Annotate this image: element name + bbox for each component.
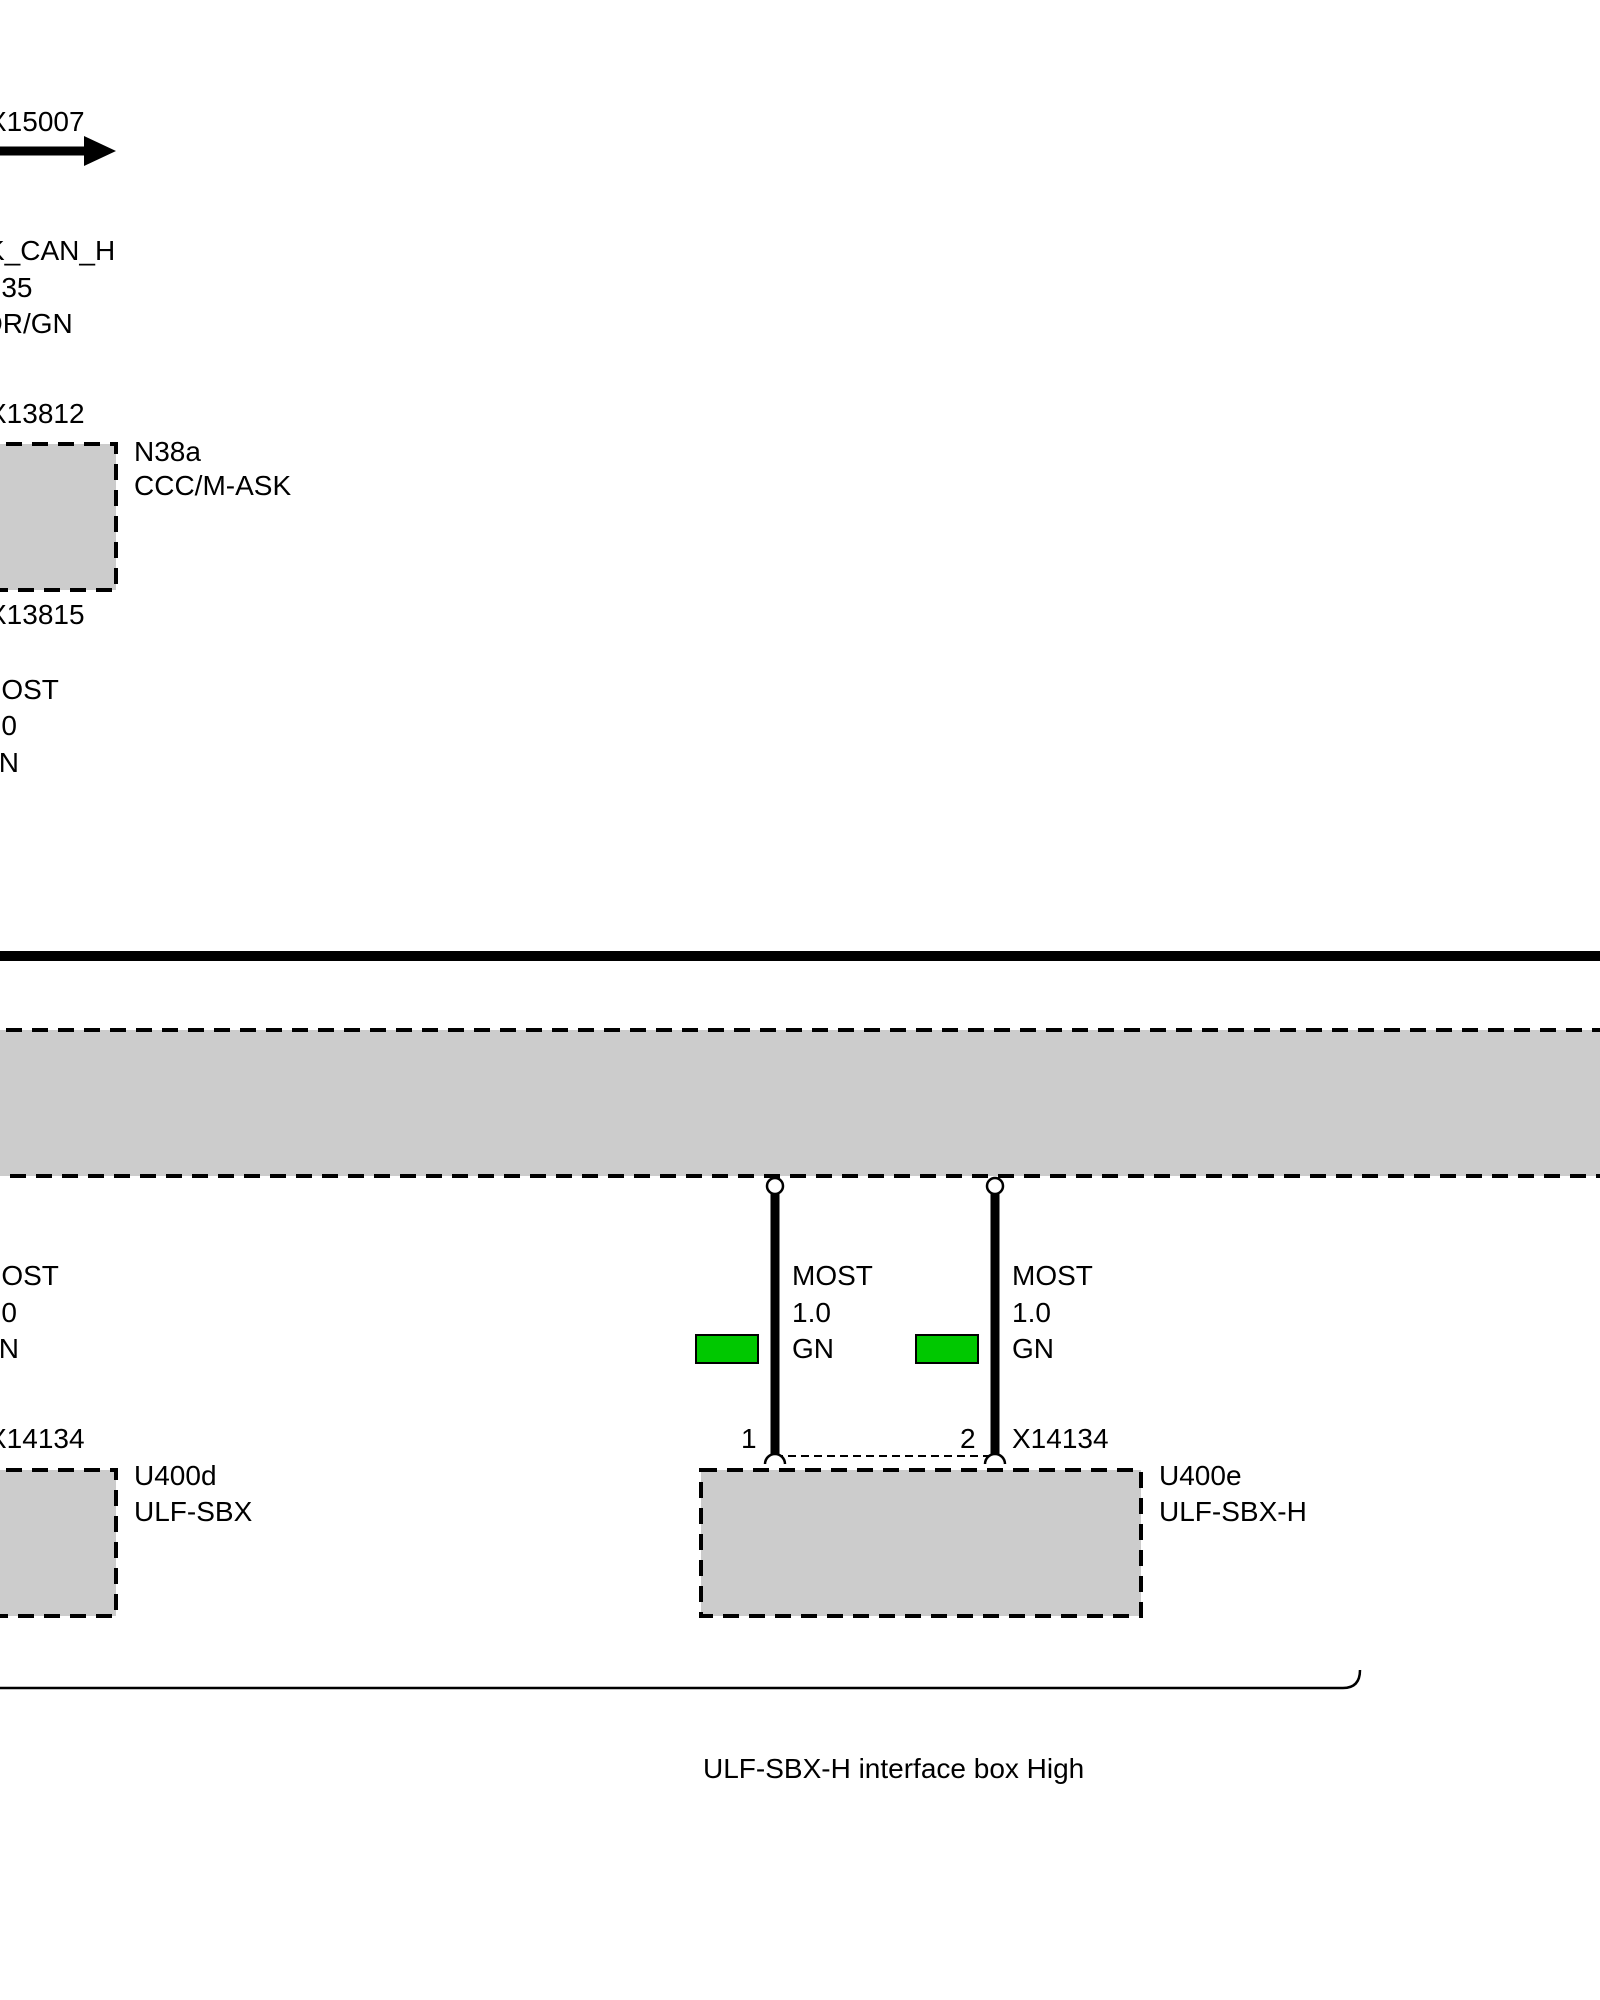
k-can-wire-size: 0.35	[0, 272, 33, 303]
module-u400d-box	[0, 1468, 118, 1618]
most-wire-size-left: 1.0	[0, 1297, 17, 1328]
pin-2-number: 2	[960, 1423, 976, 1454]
connector-x13815-label: X13815	[0, 599, 85, 630]
module-u400e-name: ULF-SBX-H	[1159, 1496, 1307, 1527]
module-n38a-id: N38a	[134, 436, 201, 467]
connector-x14134-right-label: X14134	[1012, 1423, 1109, 1454]
connector-pin-sockets-icon	[763, 1452, 1007, 1465]
most-wire-2-size: 1.0	[1012, 1297, 1051, 1328]
module-u400e-box	[699, 1468, 1143, 1618]
wire-1-color-marker-icon	[695, 1334, 759, 1364]
wire-2-color-marker-icon	[915, 1334, 979, 1364]
module-n38a-name: CCC/M-ASK	[134, 470, 291, 501]
connector-x14134-left-label: X14134	[0, 1423, 85, 1454]
large-module-box	[0, 1028, 1600, 1178]
k-can-arrow-icon	[0, 136, 116, 166]
most-wire-1-color: GN	[792, 1333, 834, 1364]
connector-x13812-label: X13812	[0, 398, 85, 429]
module-n38a-box	[0, 442, 118, 592]
module-u400d-name: ULF-SBX	[134, 1496, 253, 1527]
connector-x15007-label: X15007	[0, 106, 85, 137]
pin-1-number: 1	[741, 1423, 757, 1454]
most-wire-1-type: MOST	[792, 1260, 873, 1291]
most-wire-2-color: GN	[1012, 1333, 1054, 1364]
bus-pin-1-icon	[765, 1176, 785, 1196]
most-wire-2-type: MOST	[1012, 1260, 1093, 1291]
most-wire-color-left: GN	[0, 1333, 19, 1364]
k-can-wire-label: K_CAN_H	[0, 235, 115, 266]
most-wire-type-top: MOST	[0, 674, 59, 705]
component-caption: ULF-SBX-H interface box High	[703, 1753, 1084, 1784]
most-wire-size-top: 1.0	[0, 710, 17, 741]
k-can-wire-color: OR/GN	[0, 308, 73, 339]
module-u400e-id: U400e	[1159, 1460, 1242, 1491]
module-u400d-id: U400d	[134, 1460, 217, 1491]
most-wire-color-top: GN	[0, 747, 19, 778]
most-wire-1-size: 1.0	[792, 1297, 831, 1328]
most-wire-type-left: MOST	[0, 1260, 59, 1291]
component-group-bracket	[0, 1669, 1362, 1690]
bus-pin-2-icon	[985, 1176, 1005, 1196]
